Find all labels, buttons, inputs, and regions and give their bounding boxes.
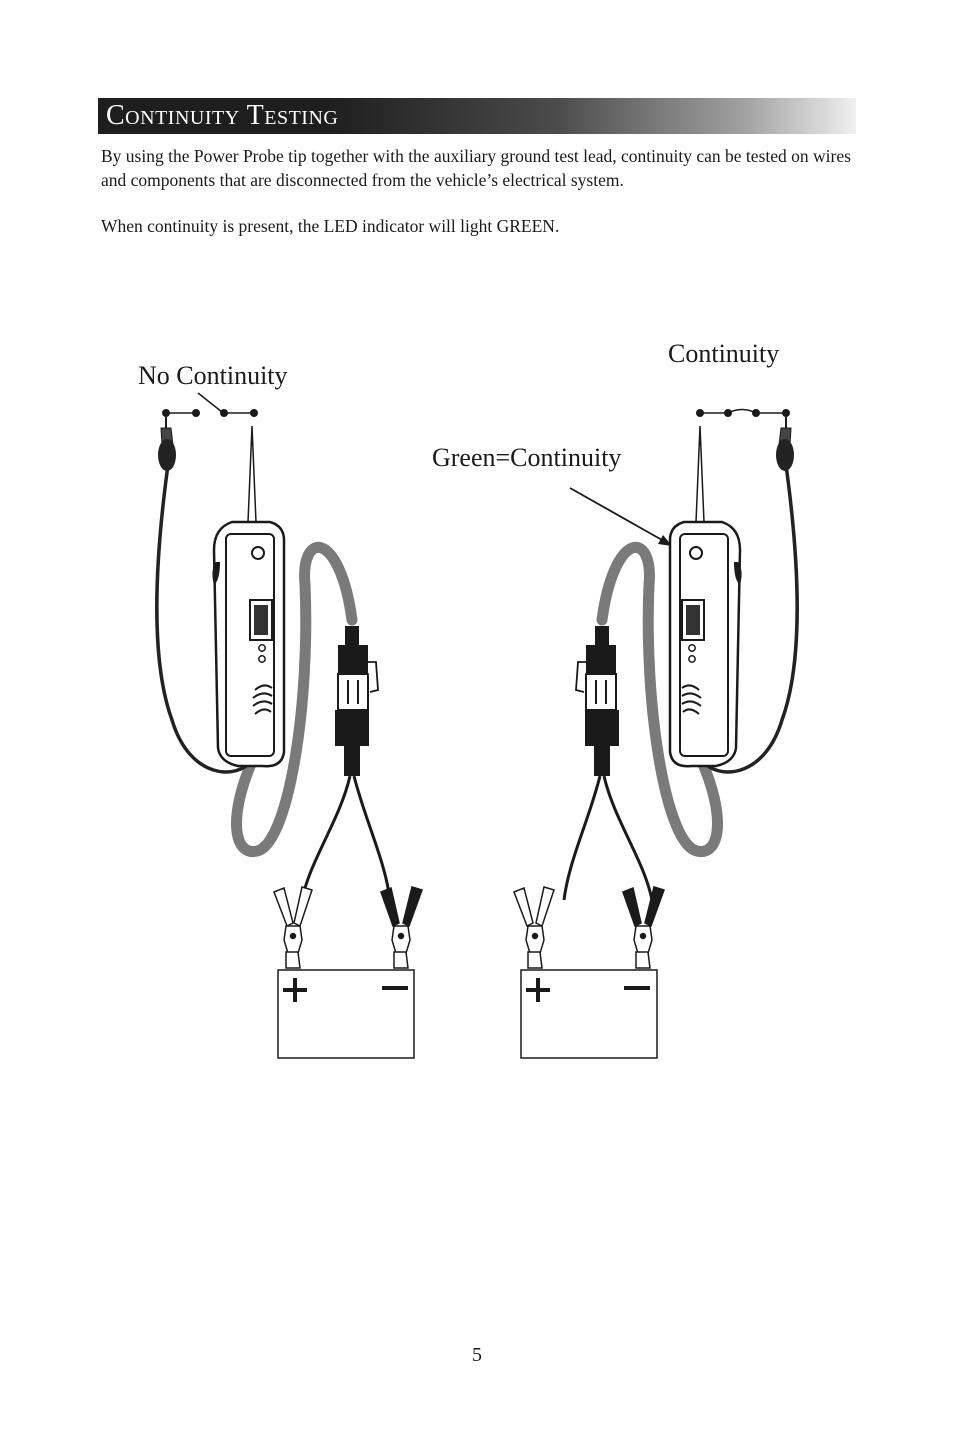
label-continuity: Continuity — [668, 339, 779, 368]
continuity-diagram: No Continuity Continuity Green=Continuit… — [138, 339, 799, 1059]
intro-paragraph: By using the Power Probe tip together wi… — [101, 146, 851, 190]
power-probe-left — [155, 417, 392, 901]
negative-clamp-right — [622, 886, 665, 969]
page-number: 5 — [472, 1344, 482, 1366]
closed-circuit — [700, 408, 786, 414]
battery-left — [277, 969, 415, 1059]
positive-clamp-right — [513, 886, 555, 969]
negative-clamp-left — [380, 886, 423, 969]
section-heading: Continuity Testing — [106, 100, 339, 131]
label-green-continuity: Green=Continuity — [432, 443, 621, 472]
label-no-continuity: No Continuity — [138, 361, 288, 390]
power-probe-right — [562, 417, 799, 901]
positive-clamp-left — [273, 886, 313, 969]
led-note-paragraph: When continuity is present, the LED indi… — [101, 216, 560, 236]
battery-right — [520, 969, 658, 1059]
section-heading-bar: Continuity Testing — [98, 98, 856, 134]
